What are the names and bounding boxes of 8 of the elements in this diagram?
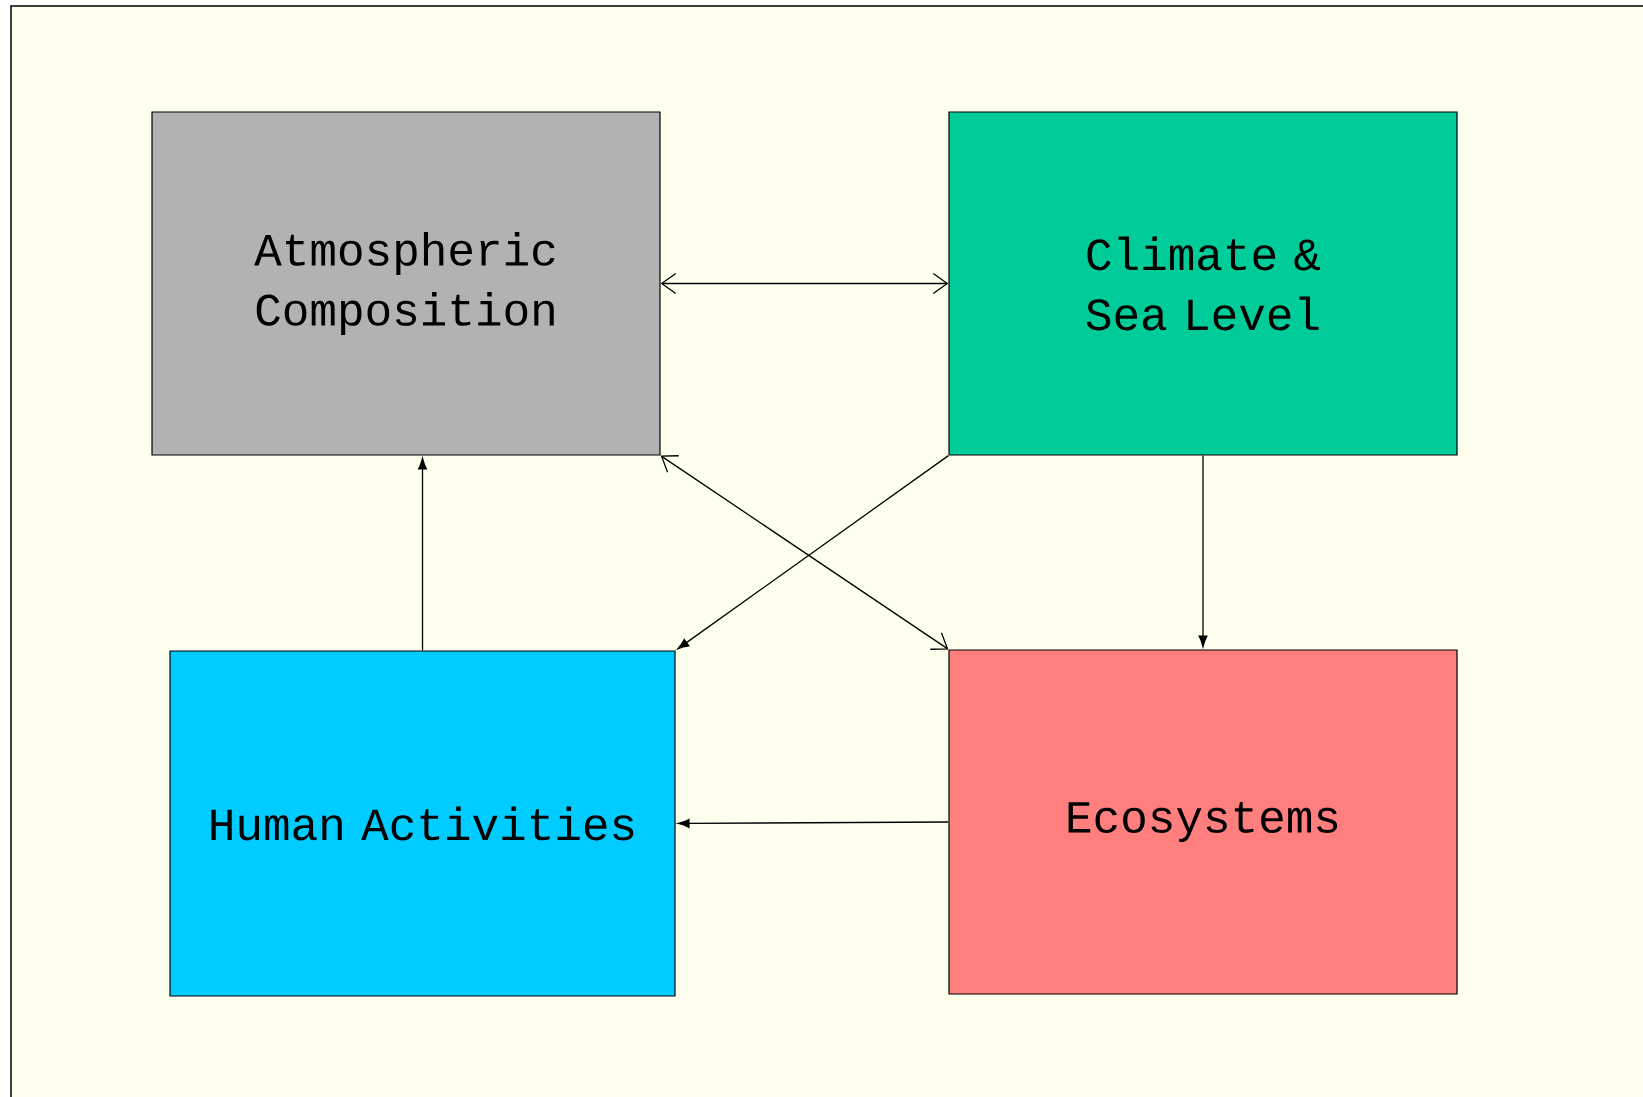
arrow	[1198, 454, 1208, 648]
process-box: Human Activities	[169, 650, 676, 997]
arrow	[417, 457, 428, 652]
arrow	[677, 818, 950, 828]
arrow	[660, 272, 949, 295]
process-box: Climate & Sea Level	[948, 111, 1458, 456]
process-box: Ecosystems	[948, 649, 1458, 995]
process-box: Atmospheric Composition	[151, 111, 661, 456]
